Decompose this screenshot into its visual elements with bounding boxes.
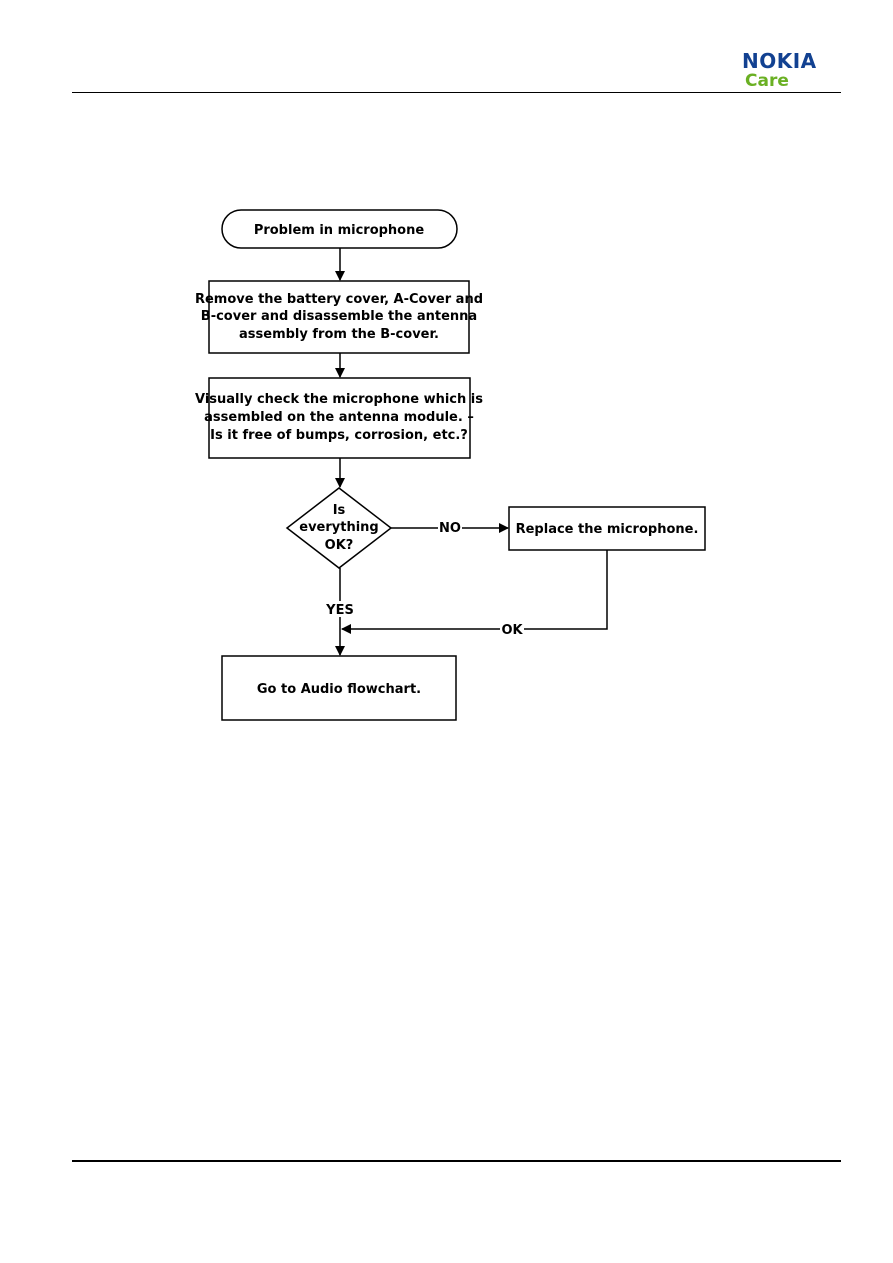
step-remove-covers-line1: Remove the battery cover, A-Cover and <box>195 292 483 307</box>
no-label: NO <box>439 521 461 536</box>
footer-rule <box>72 1160 841 1162</box>
ok-label-bg <box>500 621 524 637</box>
nokia-logo: NOKIA <box>742 49 817 73</box>
step-remove-covers-line2: B-cover and disassemble the antenna <box>201 309 477 324</box>
decision-diamond <box>285 487 393 569</box>
header-rule <box>72 92 841 93</box>
decision-line1: Is <box>333 503 346 518</box>
no-label-bg <box>438 520 462 536</box>
step-visual-check-line2: assembled on the antenna module. – <box>204 410 474 425</box>
step-replace-microphone-label: Replace the microphone. <box>516 522 699 537</box>
step-go-to-audio <box>221 655 457 721</box>
step-go-to-audio-label: Go to Audio flowchart. <box>257 682 421 697</box>
yes-label: YES <box>325 603 354 618</box>
step-remove-covers-line3: assembly from the B-cover. <box>239 327 439 342</box>
connector-ok <box>341 550 608 634</box>
yes-label-bg <box>322 601 358 617</box>
decision-line3: OK? <box>325 538 354 553</box>
care-logo: Care <box>745 71 789 91</box>
step-visual-check-line1: Visually check the microphone which is <box>195 392 483 407</box>
step-visual-check-line3: Is it free of bumps, corrosion, etc.? <box>210 428 468 443</box>
step-remove-covers <box>208 280 470 354</box>
step-replace-microphone <box>508 506 706 551</box>
ok-label: OK <box>501 623 523 638</box>
step-visual-check <box>208 377 471 459</box>
decision-line2: everything <box>299 520 378 535</box>
start-label: Problem in microphone <box>254 223 425 238</box>
